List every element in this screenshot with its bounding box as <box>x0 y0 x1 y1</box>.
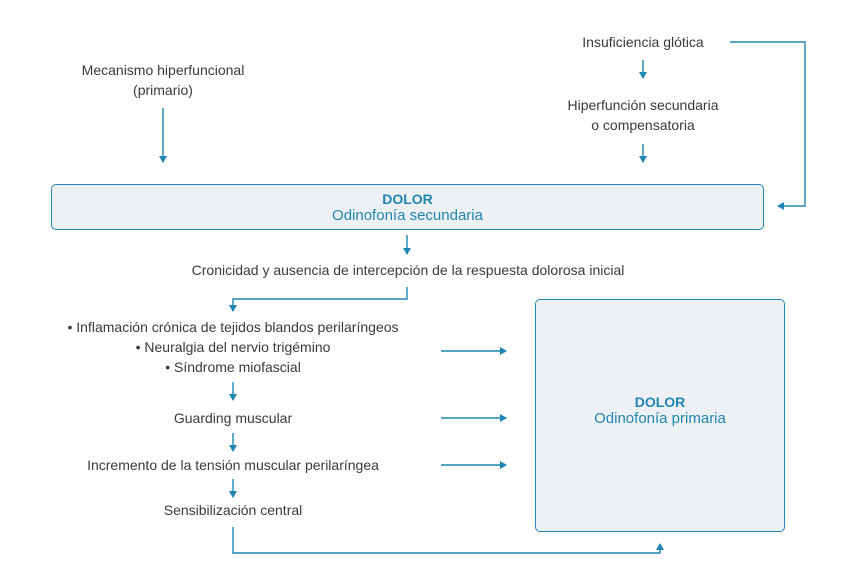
sensitization-label: Sensibilización central <box>163 502 303 518</box>
cause-neuralgia: • Neuralgia del nervio trigémino <box>135 339 331 355</box>
secondary-pain-title: DOLOR <box>382 191 433 207</box>
causes-list: • Inflamación crónica de tejidos blandos… <box>33 317 433 377</box>
cause-inflammation: • Inflamación crónica de tejidos blandos… <box>67 319 399 335</box>
tension-label: Incremento de la tensión muscular perila… <box>87 457 379 473</box>
arrow-glottic-to-pain-box <box>730 41 806 210</box>
arrow-sensitization-to-primary <box>232 527 664 554</box>
secondary-pain-box: DOLOR Odinofonía secundaria <box>51 184 764 230</box>
secondary-hyperfunction-label: Hiperfunción secundaria o compensatoria <box>533 95 753 135</box>
secondary-line2: o compensatoria <box>591 117 695 133</box>
primary-pain-box: DOLOR Odinofonía primaria <box>535 299 785 532</box>
guarding-label: Guarding muscular <box>173 410 293 426</box>
cause-myofascial: • Síndrome miofascial <box>165 359 301 375</box>
chronicity-label: Cronicidad y ausencia de intercepción de… <box>191 262 625 278</box>
mechanism-label: Mecanismo hiperfuncional (primario) <box>63 60 263 100</box>
primary-pain-subtitle: Odinofonía primaria <box>594 410 726 427</box>
mechanism-line1: Mecanismo hiperfuncional <box>81 62 245 78</box>
mechanism-line2: (primario) <box>133 82 193 98</box>
primary-pain-title: DOLOR <box>634 394 686 410</box>
secondary-line1: Hiperfunción secundaria <box>567 97 719 113</box>
arrow-chronicity-to-causes <box>229 287 408 312</box>
secondary-pain-subtitle: Odinofonía secundaria <box>332 207 483 224</box>
glottic-insufficiency-label: Insuficiencia glótica <box>582 34 704 50</box>
